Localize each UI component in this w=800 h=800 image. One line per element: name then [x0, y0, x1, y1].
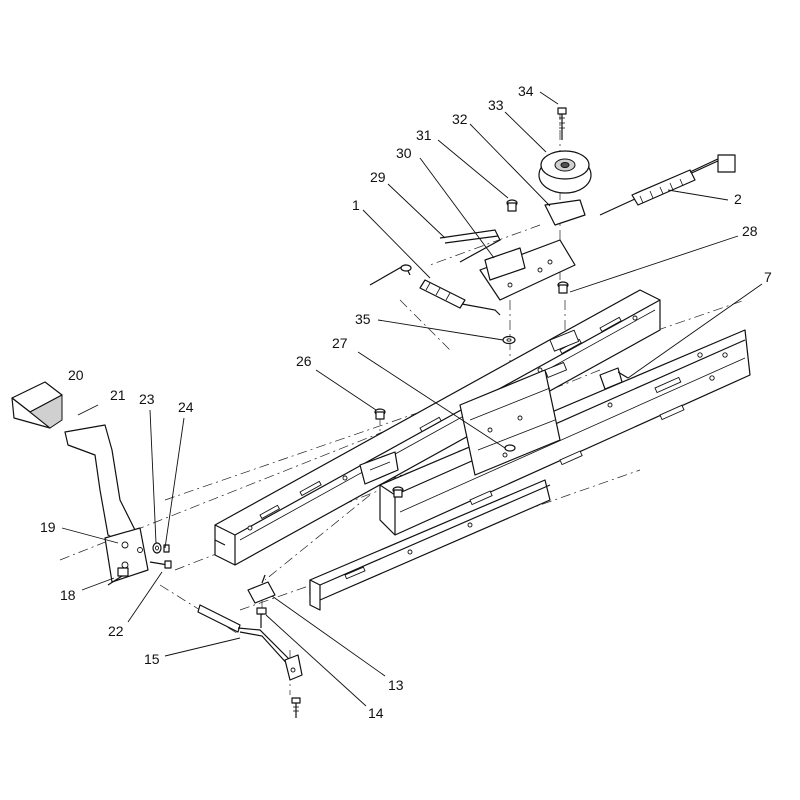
frame-rail-rear	[214, 289, 661, 566]
idler-pulley	[538, 150, 592, 194]
pulley-bolt	[557, 107, 567, 140]
callout-20: 20	[68, 367, 84, 383]
callout-28: 28	[742, 223, 758, 239]
spring-1	[369, 264, 501, 316]
callout-22: 22	[108, 623, 124, 639]
callout-13: 13	[388, 677, 404, 693]
pedal-pad-20	[11, 381, 63, 429]
stud-7	[599, 367, 629, 390]
rod-29	[439, 229, 501, 263]
callout-35: 35	[355, 311, 371, 327]
callout-2: 2	[734, 191, 742, 207]
pedal-bracket-19	[104, 527, 149, 583]
clip-13-14	[247, 574, 276, 628]
callout-18: 18	[60, 587, 76, 603]
frame-rail-front	[379, 329, 751, 536]
callout-24: 24	[178, 399, 194, 415]
pedal-arm-21	[64, 424, 136, 546]
callout-labels: 34 33 32 31 30 29 1 2 28 7 35 27 26 20 2…	[40, 83, 772, 721]
callout-14: 14	[368, 705, 384, 721]
center-bracket	[459, 329, 580, 476]
leader-lines	[61, 91, 763, 707]
callout-32: 32	[452, 111, 468, 127]
cross-member	[309, 479, 551, 611]
spring-and-rod-2	[599, 154, 736, 216]
callout-30: 30	[396, 145, 412, 161]
callout-33: 33	[488, 97, 504, 113]
callout-29: 29	[370, 169, 386, 185]
callout-7: 7	[764, 269, 772, 285]
callout-34: 34	[518, 83, 534, 99]
washer-23-24	[149, 542, 172, 569]
callout-15: 15	[144, 651, 160, 667]
callout-1: 1	[352, 197, 360, 213]
lower-bracket-26	[359, 451, 399, 485]
callout-23: 23	[139, 391, 155, 407]
bolt-bottom	[291, 697, 301, 718]
callout-19: 19	[40, 519, 56, 535]
callout-31: 31	[416, 127, 432, 143]
callout-26: 26	[296, 353, 312, 369]
bolt-18	[107, 567, 129, 586]
link-rod-15	[197, 604, 303, 681]
callout-27: 27	[332, 335, 348, 351]
callout-21: 21	[110, 387, 126, 403]
idler-bracket	[479, 199, 586, 301]
